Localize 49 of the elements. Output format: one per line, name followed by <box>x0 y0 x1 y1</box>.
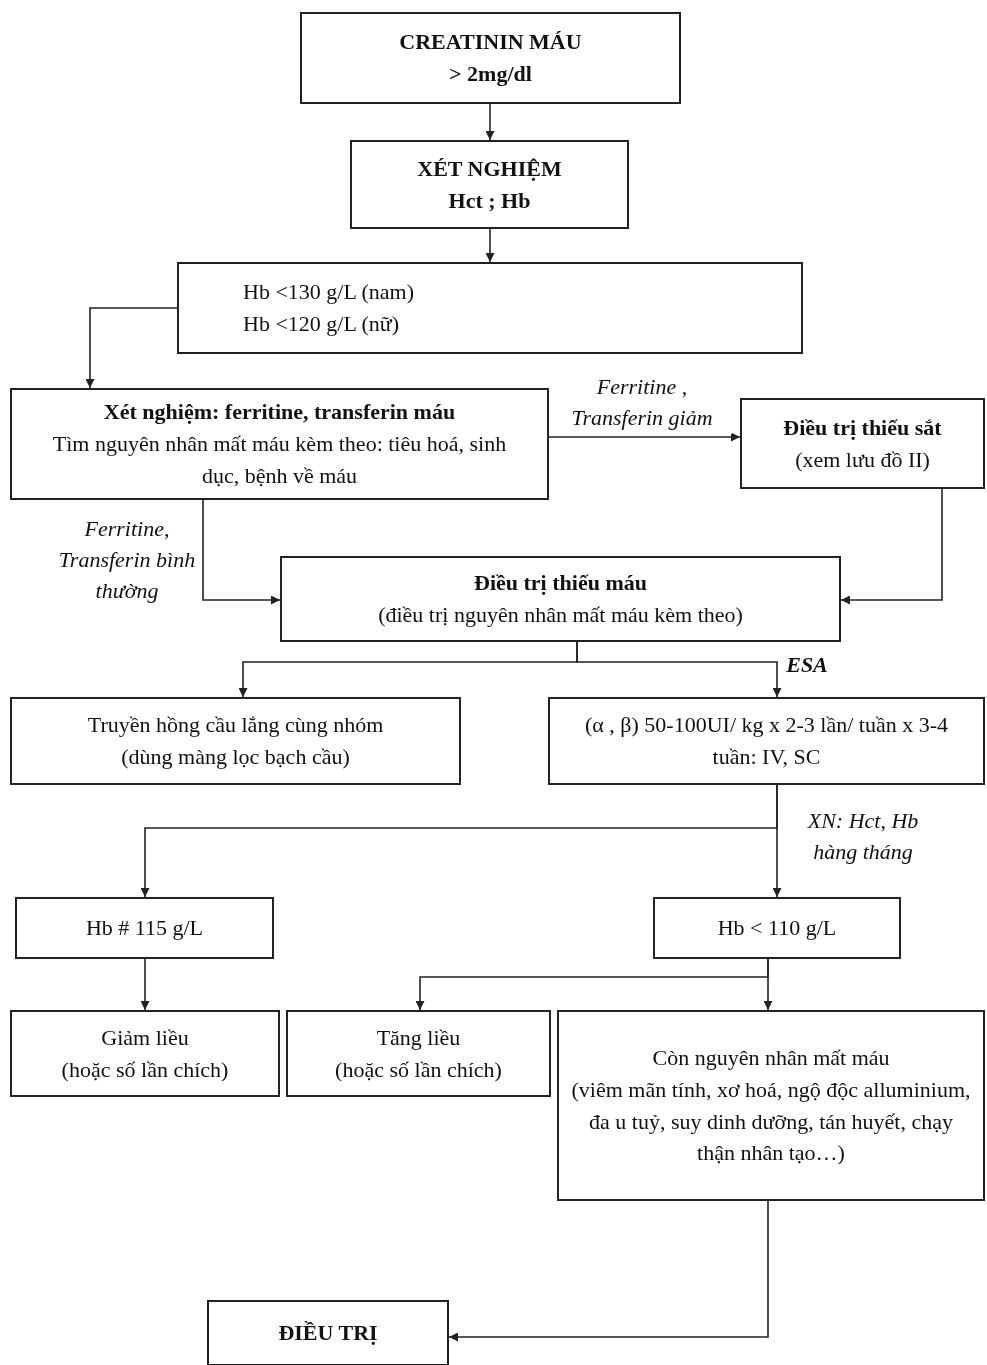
box-text: (α , β) 50-100UI/ kg x 2-3 lần/ tuần x 3-4 tuần: IV, SC <box>583 711 949 771</box>
box-text: (dùng màng lọc bạch cầu) <box>121 743 350 771</box>
box-text: (điều trị nguyên nhân mất máu kèm theo) <box>378 601 743 629</box>
box-text: Hb <120 g/L (nữ) <box>243 310 400 338</box>
process-box <box>740 398 985 489</box>
box-heading: Điều trị thiếu máu <box>474 569 647 598</box>
box-heading: Truyền hồng cầu lắng cùng nhóm <box>87 711 384 740</box>
process-box <box>557 1010 985 1201</box>
arrow <box>548 432 741 442</box>
box-text: Tìm nguyên nhân mất máu kèm theo: tiêu hoá, sinh dục, bệnh về máu <box>51 430 508 490</box>
arrow <box>448 1200 769 1342</box>
process-box <box>548 697 985 785</box>
box-heading: Còn nguyên nhân mất máu <box>652 1043 890 1072</box>
process-box <box>280 556 841 642</box>
box-text: Hb # 115 g/L <box>85 914 204 943</box>
process-box <box>10 697 461 785</box>
box-heading: Điều trị thiếu sắt <box>783 413 942 442</box>
box-text: (hoặc số lần chích) <box>335 1055 502 1084</box>
arrow <box>485 103 495 141</box>
process-box <box>177 262 803 354</box>
process-box <box>10 1010 280 1097</box>
box-text: > 2mg/dl <box>449 60 532 88</box>
process-box <box>207 1300 449 1365</box>
box-heading: Xét nghiệm: ferritine, transferin máu <box>103 398 456 427</box>
process-box <box>10 388 549 500</box>
arrow <box>202 499 281 605</box>
arrow <box>485 228 495 263</box>
box-heading: XÉT NGHIỆM <box>417 154 562 183</box>
arrow <box>140 958 150 1011</box>
box-heading: CREATININ MÁU <box>399 28 582 57</box>
arrow <box>576 641 782 698</box>
arrow <box>85 307 178 389</box>
process-box <box>350 140 629 229</box>
box-text: Hct ; Hb <box>448 186 531 215</box>
process-box <box>286 1010 551 1097</box>
process-box <box>653 897 901 959</box>
box-text: Hb < 110 g/L <box>717 914 837 943</box>
box-text: ĐIỀU TRỊ <box>278 1319 378 1348</box>
box-heading: Hb <130 g/L (nam) <box>243 278 415 307</box>
box-text: (viêm mãn tính, xơ hoá, ngộ độc alluminium, đa u tuỷ, suy dinh dưỡng, tán huyết, chạy thận nhân tạo…) <box>571 1075 971 1168</box>
process-box <box>300 12 681 104</box>
arrow <box>772 784 782 898</box>
arrow <box>840 488 943 605</box>
box-text: (hoặc số lần chích) <box>61 1055 229 1084</box>
arrow <box>763 958 773 1011</box>
box-text: (xem lưu đồ II) <box>795 445 930 474</box>
box-heading: Giảm liều <box>101 1023 189 1052</box>
process-box <box>15 897 274 959</box>
box-heading: Tăng liều <box>376 1023 461 1052</box>
